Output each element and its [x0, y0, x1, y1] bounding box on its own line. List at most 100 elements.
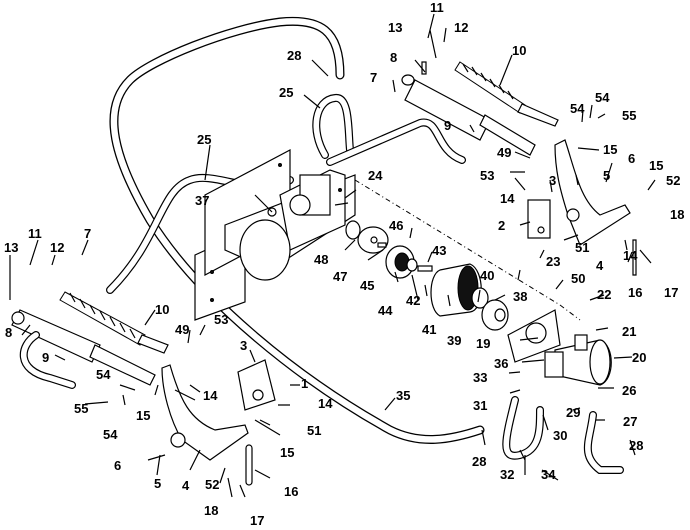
callout-10: 10: [155, 302, 169, 317]
callout-11: 11: [28, 226, 42, 241]
callout-16: 16: [284, 484, 298, 499]
callout-41: 41: [422, 322, 436, 337]
callout-7: 7: [84, 226, 91, 241]
callout-23: 23: [546, 254, 560, 269]
callout-47: 47: [333, 269, 347, 284]
callout-50: 50: [571, 271, 585, 286]
callout-46: 46: [389, 218, 403, 233]
callout-24: 24: [368, 168, 383, 183]
callout-53: 53: [480, 168, 494, 183]
callout-33: 33: [473, 370, 487, 385]
callout-8: 8: [5, 325, 12, 340]
callout-43: 43: [432, 243, 446, 258]
callout-28: 28: [287, 48, 301, 63]
callout-18: 18: [670, 207, 684, 222]
callout-54: 54: [570, 101, 585, 116]
callout-29: 29: [566, 405, 580, 420]
callout-15: 15: [280, 445, 294, 460]
callout-5: 5: [603, 168, 610, 183]
pump-motor: [544, 334, 612, 386]
assembly-axis-line: [354, 179, 561, 306]
callout-51: 51: [575, 240, 589, 255]
callout-9: 9: [42, 350, 49, 365]
callout-14: 14: [318, 396, 333, 411]
lower-cylinder-hose: [19, 331, 76, 389]
spool-stack: [345, 220, 509, 331]
hose-to-upper-cylinder: [326, 118, 466, 166]
callout-4: 4: [596, 258, 604, 273]
callout-55: 55: [622, 108, 636, 123]
callout-32: 32: [500, 467, 514, 482]
callout-3: 3: [549, 173, 556, 188]
hose-34: [502, 396, 544, 460]
callout-labels: 11 12 13 10 8 7 28 25 25 9 54 54 55 15 4…: [4, 0, 684, 528]
callout-18: 18: [204, 503, 218, 518]
callout-48: 48: [314, 252, 328, 267]
callout-12: 12: [454, 20, 468, 35]
valve-mount-bracket: [194, 149, 356, 321]
callout-27: 27: [623, 414, 637, 429]
callout-54: 54: [103, 427, 118, 442]
callout-35: 35: [396, 388, 410, 403]
callout-28: 28: [472, 454, 486, 469]
callout-31: 31: [473, 398, 487, 413]
callout-38: 38: [513, 289, 527, 304]
lower-bracket: [237, 359, 276, 411]
callout-22: 22: [597, 287, 611, 302]
upper-lift-arm: [527, 139, 637, 276]
callout-7: 7: [370, 70, 377, 85]
callout-25: 25: [197, 132, 211, 147]
callout-14: 14: [500, 191, 515, 206]
lower-cylinder: [11, 309, 156, 386]
callout-54: 54: [96, 367, 111, 382]
callout-13: 13: [388, 20, 402, 35]
hose-25-upper: [312, 94, 354, 159]
lower-spring: [59, 291, 169, 354]
callout-51: 51: [307, 423, 321, 438]
callout-54: 54: [595, 90, 610, 105]
callout-1: 1: [301, 376, 308, 391]
callout-5: 5: [154, 476, 161, 491]
callout-30: 30: [553, 428, 567, 443]
hose-27: [583, 411, 624, 474]
callout-6: 6: [114, 458, 121, 473]
callout-3: 3: [240, 338, 247, 353]
callout-49: 49: [175, 322, 189, 337]
leader-lines: [9, 13, 656, 498]
callout-45: 45: [360, 278, 374, 293]
callout-15: 15: [603, 142, 617, 157]
callout-20: 20: [632, 350, 646, 365]
callout-52: 52: [666, 173, 680, 188]
callout-37: 37: [195, 193, 209, 208]
callout-13: 13: [4, 240, 18, 255]
callout-28: 28: [629, 438, 643, 453]
callout-12: 12: [50, 240, 64, 255]
callout-11: 11: [430, 0, 444, 15]
callout-4: 4: [182, 478, 190, 493]
upper-cylinder: [401, 61, 536, 156]
callout-2: 2: [498, 218, 505, 233]
callout-55: 55: [74, 401, 88, 416]
callout-6: 6: [628, 151, 635, 166]
callout-21: 21: [622, 324, 636, 339]
upper-spring: [454, 61, 559, 127]
callout-9: 9: [444, 118, 451, 133]
callout-26: 26: [622, 383, 636, 398]
callout-39: 39: [447, 333, 461, 348]
callout-40: 40: [480, 268, 494, 283]
callout-8: 8: [390, 50, 397, 65]
callout-44: 44: [378, 303, 393, 318]
lower-lift-arm: [161, 364, 249, 461]
callout-25: 25: [279, 85, 293, 100]
callout-19: 19: [476, 336, 490, 351]
return-tube: [109, 16, 485, 444]
callout-17: 17: [664, 285, 678, 300]
lower-chain: [245, 444, 253, 486]
callout-52: 52: [205, 477, 219, 492]
assembly-axis-line-2: [559, 304, 581, 321]
callout-15: 15: [649, 158, 663, 173]
callout-15: 15: [136, 408, 150, 423]
callout-14: 14: [203, 388, 218, 403]
callout-42: 42: [406, 293, 420, 308]
